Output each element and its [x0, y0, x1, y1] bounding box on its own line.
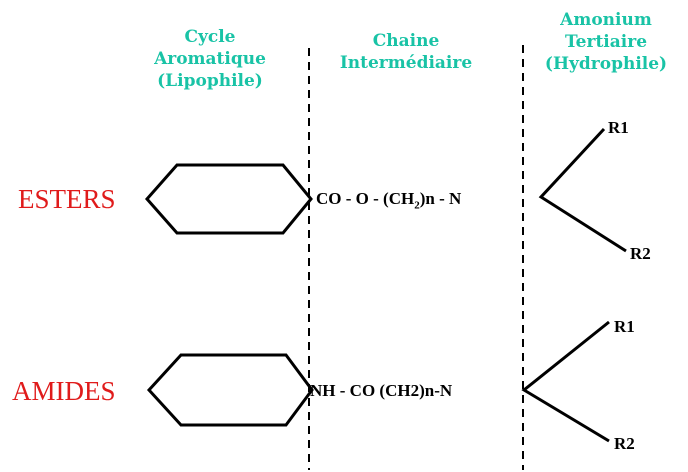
- amine-branch-amides: [521, 320, 610, 443]
- header-lipophile-line2: Aromatique: [154, 49, 266, 69]
- chain-esters-suffix: )n - N: [419, 189, 462, 208]
- header-intermediate-line1: Chaine: [372, 31, 440, 51]
- chain-esters-subscript: 2: [414, 199, 420, 212]
- label-amides: AMIDES: [12, 376, 116, 406]
- label-esters: ESTERS: [18, 184, 116, 214]
- header-hydrophile-line1: Amonium: [560, 10, 652, 30]
- chain-esters-prefix: CO - O - (CH: [316, 189, 415, 208]
- header-intermediate-line2: Intermédiaire: [339, 53, 473, 73]
- chain-formula-amides: NH - CO (CH2)n-N: [310, 381, 453, 400]
- chain-formula-esters: CO - O - (CH2)n - N: [316, 189, 461, 215]
- header-intermediate: Chaine Intermédiaire: [326, 30, 486, 74]
- header-lipophile-line1: Cycle: [184, 27, 236, 47]
- r2-label-amides: R2: [614, 434, 635, 453]
- r1-label-amides: R1: [614, 317, 635, 336]
- header-lipophile-line3: (Lipophile): [157, 71, 263, 91]
- header-lipophile: Cycle Aromatique (Lipophile): [140, 26, 280, 92]
- header-hydrophile-line3: (Hydrophile): [544, 54, 668, 74]
- r2-label-esters: R2: [630, 244, 651, 263]
- aromatic-ring-esters: [144, 163, 313, 235]
- r1-label-esters: R1: [608, 118, 629, 137]
- header-hydrophile: Amonium Tertiaire (Hydrophile): [534, 9, 678, 75]
- header-hydrophile-line2: Tertiaire: [564, 32, 648, 52]
- aromatic-ring-amides: [146, 353, 314, 427]
- amine-branch-esters: [538, 127, 627, 253]
